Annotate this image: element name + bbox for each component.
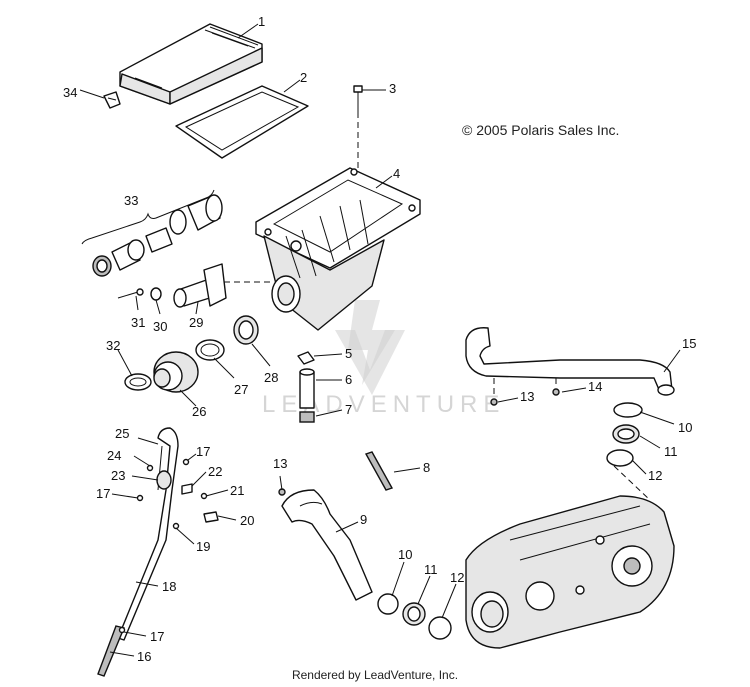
part-coupler-11-right	[612, 424, 640, 444]
callout-6: 6	[345, 372, 352, 387]
part-clamp-32	[124, 373, 152, 391]
callout-labels: 1 2 3 4 5 6 7 8 9 10 10 11 11 12 12 13 1…	[63, 14, 696, 664]
callout-28: 28	[264, 370, 278, 385]
callout-21: 21	[230, 483, 244, 498]
callout-32: 32	[106, 338, 120, 353]
part-washer-21	[200, 492, 208, 500]
callout-2: 2	[300, 70, 307, 85]
callout-17-bottom: 17	[150, 629, 164, 644]
callout-31: 31	[131, 315, 145, 330]
callout-29: 29	[189, 315, 203, 330]
callout-12-lower: 12	[450, 570, 464, 585]
callout-17-left: 17	[96, 486, 110, 501]
part-clamp-12-lower	[428, 616, 452, 640]
part-fitting-22	[181, 483, 193, 495]
callout-8: 8	[423, 460, 430, 475]
part-grommet	[297, 351, 315, 365]
copyright-notice: © 2005 Polaris Sales Inc.	[462, 122, 620, 138]
bracket-33	[81, 189, 215, 245]
part-bolt	[353, 85, 363, 176]
part-screw-14	[552, 388, 560, 396]
callout-13-right: 13	[520, 389, 534, 404]
part-clip-17b	[136, 494, 144, 502]
part-intake-elbow	[173, 263, 272, 308]
part-breather-hose	[117, 427, 179, 641]
callout-17-top: 17	[196, 444, 210, 459]
callout-15: 15	[682, 336, 696, 351]
part-clip-17c	[118, 626, 126, 634]
part-gasket	[175, 85, 309, 159]
callout-10-right: 10	[678, 420, 692, 435]
callout-18: 18	[162, 579, 176, 594]
callout-25: 25	[115, 426, 129, 441]
part-drain-cap	[299, 411, 315, 423]
callout-34: 34	[63, 85, 77, 100]
part-screw-20	[203, 511, 219, 523]
callout-24: 24	[107, 448, 121, 463]
rendered-by-credit: Rendered by LeadVenture, Inc.	[291, 668, 459, 682]
part-clip	[103, 91, 121, 109]
part-check-valve	[156, 470, 172, 490]
callout-13-lower: 13	[273, 456, 287, 471]
callout-9: 9	[360, 512, 367, 527]
callout-16: 16	[137, 649, 151, 664]
callout-14: 14	[588, 379, 602, 394]
callout-1: 1	[258, 14, 265, 29]
part-clamp-10-lower	[377, 593, 399, 615]
callout-10-lower: 10	[398, 547, 412, 562]
part-nut-24	[146, 464, 154, 472]
callout-11-right: 11	[664, 444, 678, 459]
callout-19: 19	[196, 539, 210, 554]
callout-33: 33	[124, 193, 138, 208]
part-clamp-27	[195, 339, 225, 361]
part-boot	[153, 351, 199, 393]
part-clamp-12-right	[606, 449, 634, 467]
part-clutch-cover	[465, 495, 675, 649]
callout-4: 4	[393, 166, 400, 181]
part-intake-kit	[92, 194, 223, 277]
part-drain-tube	[299, 368, 315, 409]
leadventure-watermark-logo	[335, 300, 405, 395]
callout-5: 5	[345, 346, 352, 361]
callout-26: 26	[192, 404, 206, 419]
callout-30: 30	[153, 319, 167, 334]
part-coupler-11-lower	[402, 602, 426, 626]
part-air-filter-top	[119, 23, 263, 105]
part-hose	[364, 451, 394, 491]
part-air-box	[255, 167, 421, 331]
part-clip-19	[172, 522, 180, 530]
part-outlet-duct	[465, 327, 675, 396]
callout-11-lower: 11	[424, 562, 438, 577]
part-screw	[117, 288, 144, 299]
part-washer	[150, 287, 162, 301]
callout-3: 3	[389, 81, 396, 96]
callout-27: 27	[234, 382, 248, 397]
leader-lines	[79, 23, 681, 657]
part-inlet-duct	[278, 488, 373, 601]
callout-7: 7	[345, 402, 352, 417]
callout-23: 23	[111, 468, 125, 483]
watermark-text: LEADVENTURE	[262, 391, 505, 418]
callout-12-right: 12	[648, 468, 662, 483]
part-clip-17a	[182, 458, 190, 466]
part-clamp-10-right	[613, 402, 643, 418]
part-screw-13	[490, 398, 498, 406]
part-coupler	[233, 315, 259, 345]
callout-20: 20	[240, 513, 254, 528]
callout-22: 22	[208, 464, 222, 479]
